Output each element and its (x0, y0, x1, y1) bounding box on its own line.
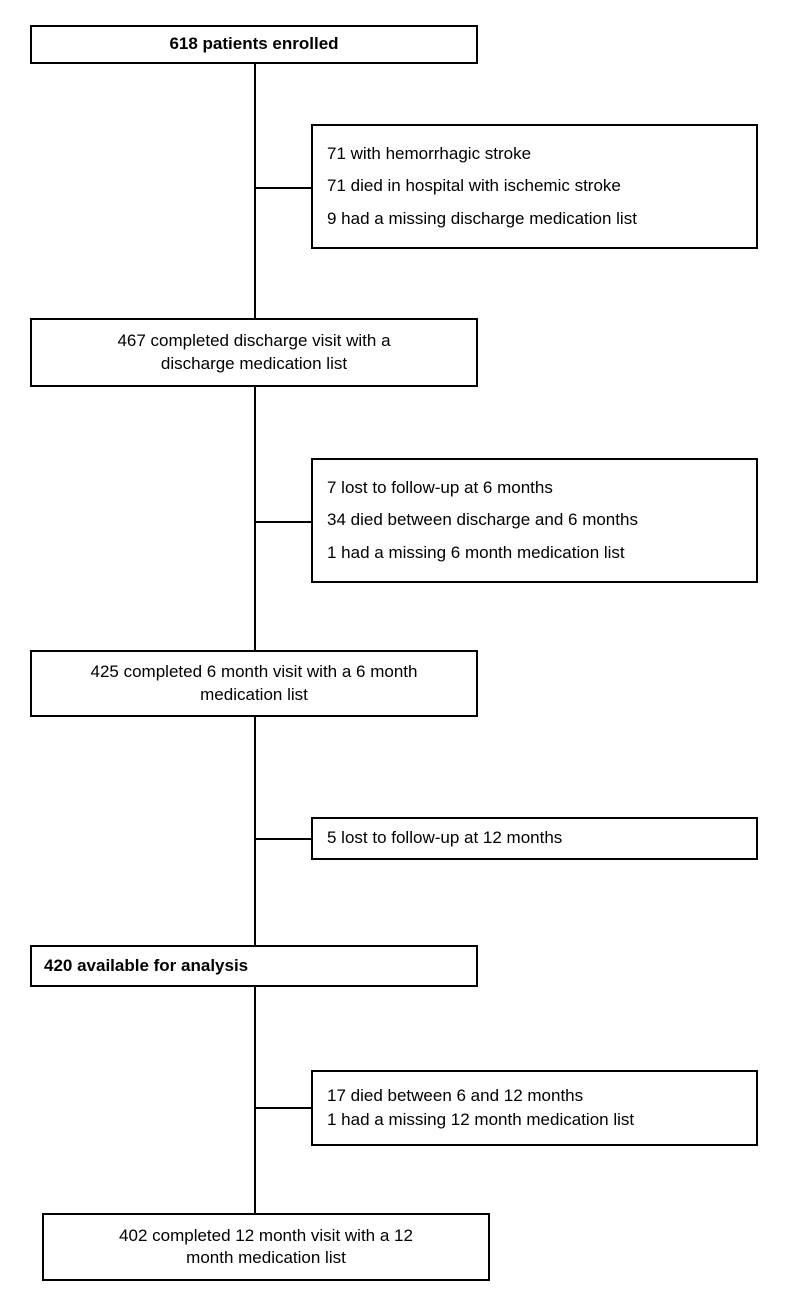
node-enrolled-line-1: 618 patients enrolled (169, 34, 339, 54)
node-exclusions-4: 17 died between 6 and 12 months 1 had a … (311, 1070, 758, 1146)
node-twelve-month-visit: 402 completed 12 month visit with a 12 m… (42, 1213, 490, 1281)
node-twelve-month-visit-line-1: 402 completed 12 month visit with a 12 (119, 1225, 413, 1245)
node-six-month-visit-line-1: 425 completed 6 month visit with a 6 mon… (90, 662, 418, 682)
trunk-line-discharge-to-sixmonth (254, 385, 256, 653)
node-discharge-visit: 467 completed discharge visit with a dis… (30, 318, 478, 387)
node-exclusions-2: 7 lost to follow-up at 6 months 34 died … (311, 458, 758, 583)
branch-line-exclusions-2 (254, 521, 313, 523)
node-exclusions-3: 5 lost to follow-up at 12 months (311, 817, 758, 860)
branch-line-exclusions-1 (254, 187, 313, 189)
node-discharge-visit-line-2: discharge medication list (160, 353, 348, 373)
node-six-month-visit: 425 completed 6 month visit with a 6 mon… (30, 650, 478, 717)
trunk-line-sixmonth-to-analysis (254, 715, 256, 947)
node-exclusions-1-line-3: 9 had a missing discharge medication lis… (327, 208, 637, 228)
node-available-analysis: 420 available for analysis (30, 945, 478, 987)
node-exclusions-1-line-2: 71 died in hospital with ischemic stroke (327, 176, 621, 196)
node-exclusions-3-line-1: 5 lost to follow-up at 12 months (327, 828, 563, 848)
trunk-line-enrolled-to-discharge (254, 62, 256, 320)
node-exclusions-1: 71 with hemorrhagic stroke 71 died in ho… (311, 124, 758, 249)
node-exclusions-1-line-1: 71 with hemorrhagic stroke (327, 143, 532, 163)
node-discharge-visit-line-1: 467 completed discharge visit with a (117, 331, 391, 351)
node-exclusions-2-line-2: 34 died between discharge and 6 months (327, 510, 638, 530)
node-available-analysis-line-1: 420 available for analysis (44, 955, 249, 975)
branch-line-exclusions-3 (254, 838, 313, 840)
node-exclusions-4-line-1: 17 died between 6 and 12 months (327, 1085, 584, 1105)
node-twelve-month-visit-line-2: month medication list (186, 1248, 346, 1267)
node-exclusions-2-line-3: 1 had a missing 6 month medication list (327, 542, 625, 562)
node-enrolled: 618 patients enrolled (30, 25, 478, 64)
node-six-month-visit-line-2: medication list (200, 684, 308, 704)
trunk-line-analysis-to-twelvemonth (254, 985, 256, 1215)
node-exclusions-4-line-2: 1 had a missing 12 month medication list (327, 1110, 635, 1129)
branch-line-exclusions-4 (254, 1107, 313, 1109)
node-exclusions-2-line-1: 7 lost to follow-up at 6 months (327, 477, 553, 497)
